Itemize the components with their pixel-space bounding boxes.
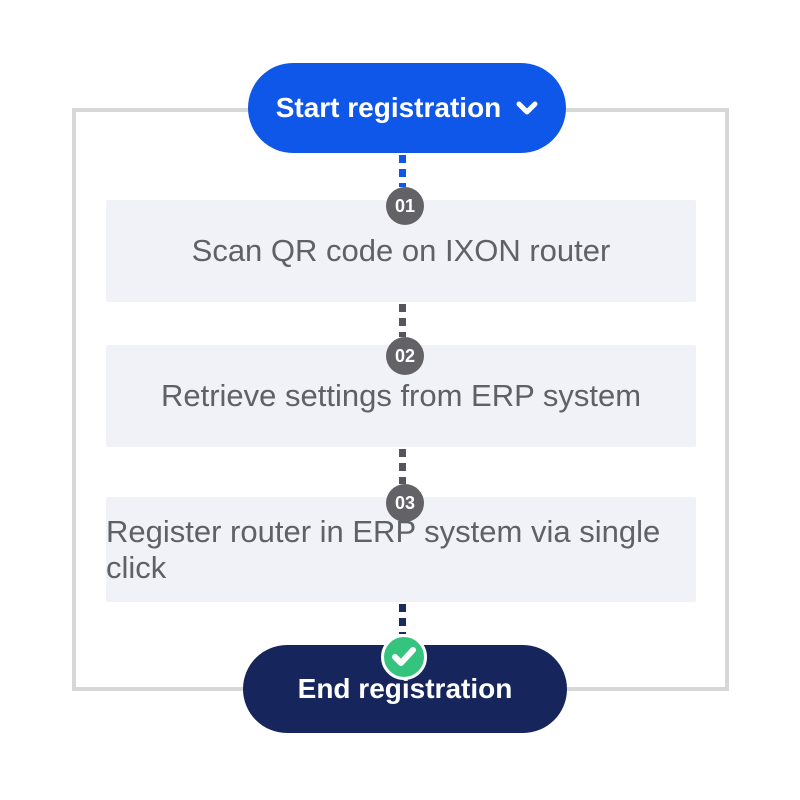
chevron-down-icon [516,101,538,115]
connector-dashed-1 [399,155,406,187]
start-registration-label: Start registration [275,92,502,123]
connector-dashed-3 [399,449,406,484]
step-number-3: 03 [394,492,416,513]
step-label-2: Retrieve settings from ERP system [160,378,642,413]
step-number-badge-1: 01 [386,187,424,225]
step-number-1: 01 [394,195,416,216]
connector-dashed-4 [399,604,406,634]
step-number-2: 02 [394,345,416,366]
step-label-1: Scan QR code on IXON router [191,233,611,268]
step-number-badge-2: 02 [386,337,424,375]
step-label-3: Register router in ERP system via single… [106,513,661,585]
start-registration-button[interactable]: Start registration [248,63,566,153]
connector-dashed-2 [399,304,406,337]
step-number-badge-3: 03 [386,484,424,522]
success-check-icon [381,634,427,680]
